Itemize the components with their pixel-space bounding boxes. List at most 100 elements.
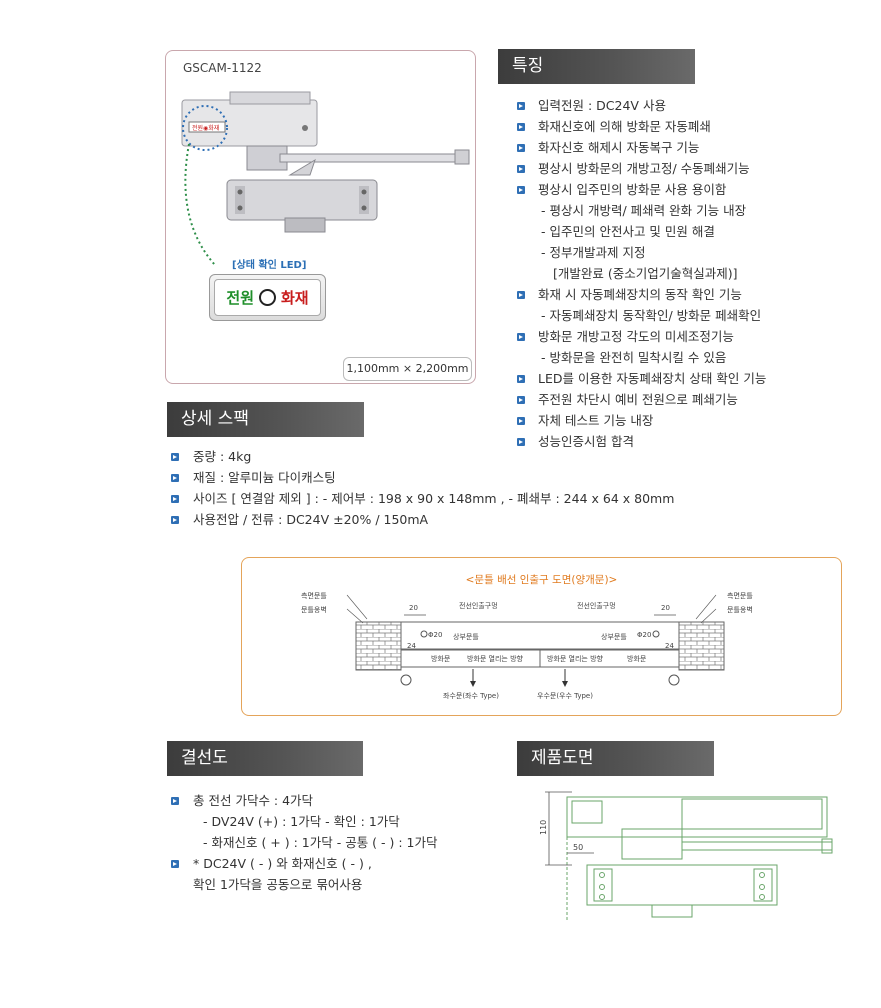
bullet-arrow-icon [171, 516, 179, 524]
feature-item: 방화문 개방고정 각도의 미세조정기능 [517, 326, 877, 347]
door-diagram: 측면문틀 문틀옹벽 측면문틀 문틀옹벽 전선인출구멍 전선인출구멍 20 20 … [301, 591, 753, 700]
hinge-left [400, 674, 412, 686]
arrow-right-head [562, 681, 568, 687]
label-frame-wall-right: 문틀옹벽 [727, 605, 753, 614]
led-power-label: 전원 [226, 289, 254, 307]
label-phi-left: Φ20 [428, 631, 442, 639]
feature-item: 자체 테스트 기능 내장 [517, 410, 877, 431]
door-closer-illustration: 전원◉화재 [181, 91, 470, 265]
feature-text: 성능인증시험 합격 [538, 434, 634, 449]
bullet-arrow-icon [517, 396, 525, 404]
dim-50-label: 50 [573, 843, 583, 852]
closer-screw [361, 189, 367, 195]
bullet-arrow-icon [171, 860, 179, 868]
leader [700, 608, 717, 624]
led-fire-label: 화재 [281, 289, 309, 307]
feature-item: 주전원 차단시 예비 전원으로 폐쇄기능 [517, 389, 877, 410]
wiring-item: - 화재신호 ( + ) : 1가닥 - 공통 ( - ) : 1가닥 [171, 832, 491, 853]
feature-text: - 정부개발과제 지정 [541, 245, 646, 260]
drawing-pivot [621, 828, 683, 860]
wiring-list: 총 전선 가닥수 : 4가닥 - DV24V (+) : 1가닥 - 확인 : 1… [171, 790, 491, 895]
feature-text: 주전원 차단시 예비 전원으로 폐쇄기능 [538, 392, 738, 407]
wiring-text: 총 전선 가닥수 : 4가닥 [193, 793, 314, 808]
drawing-control-right [681, 798, 823, 830]
drawing-arm-end [821, 838, 833, 854]
feature-text: 평상시 입주민의 방화문 사용 용이함 [538, 182, 727, 197]
wiring-item: 총 전선 가닥수 : 4가닥 [171, 790, 491, 811]
model-name: GSCAM-1122 [183, 61, 262, 75]
feature-text: - 평상시 개방력/ 페쇄력 완화 기능 내장 [541, 203, 747, 218]
feature-item: 화자신호 해제시 자동복구 기능 [517, 137, 877, 158]
wiring-text: 확인 1가닥을 공동으로 묶어사용 [193, 877, 363, 892]
arm-link [288, 158, 316, 176]
hinge-right [668, 674, 680, 686]
feature-text: 방화문 개방고정 각도의 미세조정기능 [538, 329, 734, 344]
led-label: [상태 확인 LED] [232, 260, 307, 271]
leader [695, 594, 717, 620]
spec-item: 사이즈 [ 연결암 제외 ] : - 제어부 : 198 x 90 x 148m… [171, 488, 871, 509]
bullet-arrow-icon [517, 333, 525, 341]
feature-text: - 입주민의 안전사고 및 민원 해결 [541, 224, 715, 239]
label-upper-frame-right: 상부문틀 [601, 632, 627, 641]
arm-bracket [454, 149, 470, 165]
feature-item: 화재 시 자동폐쇄장치의 동작 확인 기능 [517, 284, 877, 305]
feature-item: 평상시 입주민의 방화문 사용 용이함 [517, 179, 877, 200]
bullet-arrow-icon [517, 165, 525, 173]
label-dim-24-left: 24 [407, 642, 416, 650]
label-door-right: 방화문 [627, 654, 647, 663]
control-unit-nameplate-text: 전원◉화재 [192, 124, 219, 132]
wall-right [678, 621, 725, 671]
feature-text: - 자동폐쇄장치 동작확인/ 방화문 페쇄확인 [541, 308, 762, 323]
bullet-arrow-icon [517, 438, 525, 446]
feature-text: 화자신호 해제시 자동복구 기능 [538, 140, 700, 155]
feature-text: 자체 테스트 기능 내장 [538, 413, 654, 428]
bullet-arrow-icon [517, 144, 525, 152]
callout-line [184, 143, 216, 265]
drawing-closer-spindle [651, 904, 693, 918]
feature-item: 평상시 방화문의 개방고정/ 수동폐쇄기능 [517, 158, 877, 179]
feature-text: 평상시 방화문의 개방고정/ 수동폐쇄기능 [538, 161, 750, 176]
label-dim-20-left: 20 [409, 604, 418, 612]
drawing-screw [759, 884, 765, 890]
wiring-header: 결선도 [167, 741, 363, 776]
label-side-frame-right: 측면문틀 [727, 591, 753, 600]
closer-spindle [284, 217, 326, 233]
label-door-left: 방화문 [431, 654, 451, 663]
arrow-left-head [470, 681, 476, 687]
product-drawing: 110 50 [539, 791, 833, 922]
feature-item: LED를 이용한 자동폐쇄장치 상태 확인 기능 [517, 368, 877, 389]
feature-text: LED를 이용한 자동폐쇄장치 상태 확인 기능 [538, 371, 767, 386]
bullet-arrow-icon [517, 102, 525, 110]
specs-header: 상세 스팩 [167, 402, 364, 437]
feature-item: [개발완료 (중소기업기술혁실과제)] [517, 263, 877, 284]
leader [346, 608, 364, 624]
callout-circle [182, 105, 228, 151]
drawing-closer-body [586, 864, 778, 906]
label-wire-hole-left: 전선인출구멍 [459, 601, 498, 610]
drawing-screw [599, 872, 605, 878]
bullet-arrow-icon [171, 495, 179, 503]
feature-text: 화재신호에 의해 방화문 자동폐쇄 [538, 119, 711, 134]
wiring-text: - DV24V (+) : 1가닥 - 확인 : 1가닥 [203, 814, 400, 829]
spec-text: 사용전압 / 전류 : DC24V ±20% / 150mA [193, 512, 429, 527]
feature-text: [개발완료 (중소기업기술혁실과제)] [553, 266, 738, 281]
label-open-dir-right: 방화문 열리는 방향 [547, 654, 604, 663]
label-right-type: 우수문(우수 Type) [537, 692, 593, 700]
drawing-control-body [566, 796, 828, 838]
bullet-arrow-icon [171, 453, 179, 461]
bullet-arrow-icon [517, 186, 525, 194]
feature-item: - 입주민의 안전사고 및 민원 해결 [517, 221, 877, 242]
feature-text: 화재 시 자동폐쇄장치의 동작 확인 기능 [538, 287, 742, 302]
label-upper-frame-left: 상부문틀 [453, 632, 479, 641]
wiring-text: * DC24V ( - ) 와 화재신호 ( - ) , [193, 856, 372, 871]
bullet-arrow-icon [517, 417, 525, 425]
door-diagram-title: <문틀 배선 인출구 도면(양개문)> [465, 574, 618, 586]
wiring-text: - 화재신호 ( + ) : 1가닥 - 공통 ( - ) : 1가닥 [203, 835, 438, 850]
size-tag: 1,100mm × 2,200mm [343, 357, 472, 381]
feature-item: - 평상시 개방력/ 페쇄력 완화 기능 내장 [517, 200, 877, 221]
closer-screw [237, 189, 243, 195]
feature-item: - 자동폐쇄장치 동작확인/ 방화문 페쇄확인 [517, 305, 877, 326]
bullet-arrow-icon [517, 375, 525, 383]
